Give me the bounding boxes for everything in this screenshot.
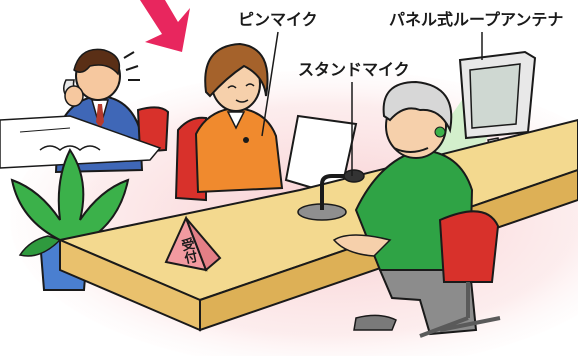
reception-sign <box>164 215 222 272</box>
elderly-visitor <box>332 80 501 338</box>
receptionist-woman <box>174 42 284 202</box>
panel-antenna <box>458 50 537 161</box>
stand-mic <box>297 169 365 221</box>
arrow-icon <box>140 0 190 52</box>
callout-lines <box>261 31 483 176</box>
stand-mic-label: スタンドマイク <box>298 60 410 79</box>
panel-antenna-label: パネル式ループアンテナ <box>389 10 564 29</box>
pin-mic-label: ピンマイク <box>238 10 318 29</box>
back-desk <box>0 115 162 169</box>
